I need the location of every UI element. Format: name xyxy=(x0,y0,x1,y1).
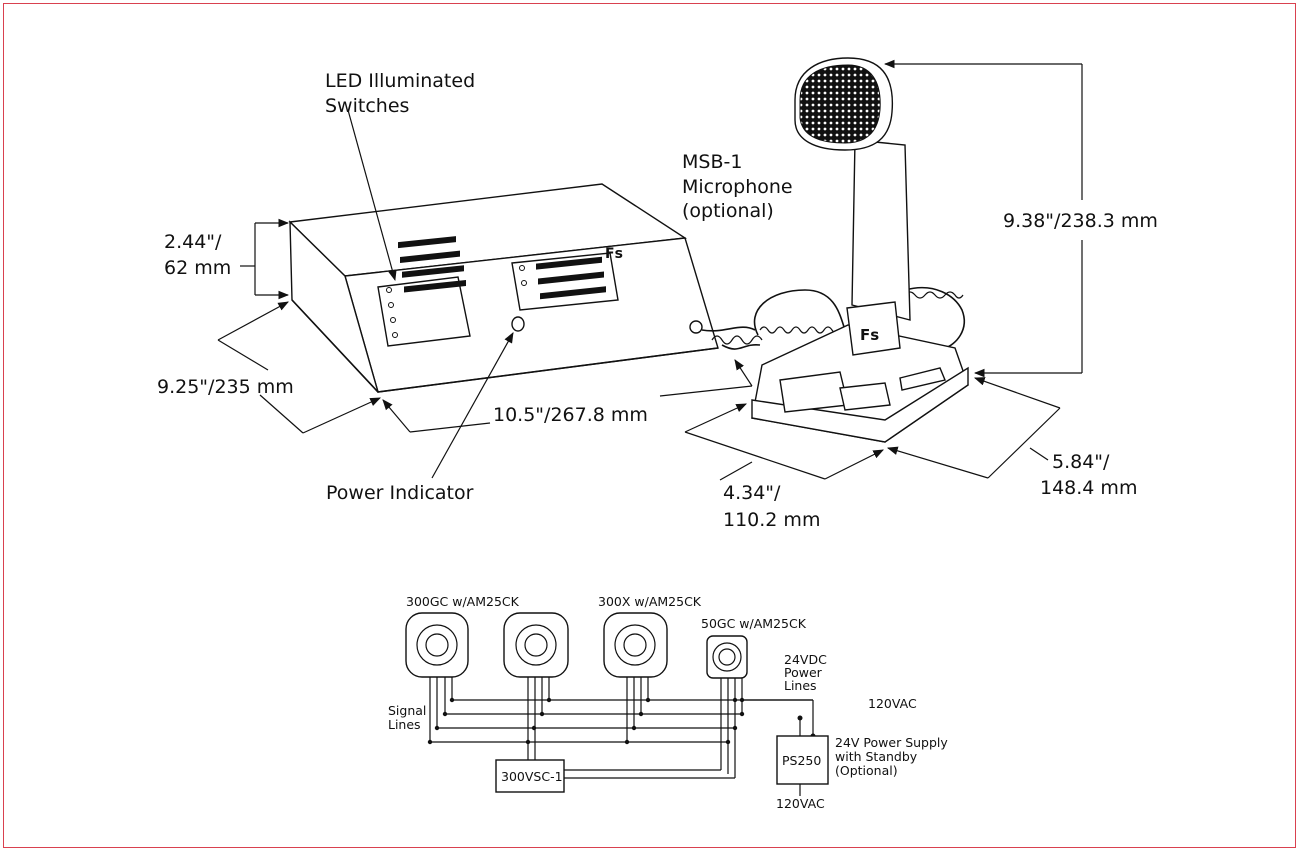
psu-desc-label-1: 24V Power Supply xyxy=(835,735,948,750)
mic-jack xyxy=(689,320,703,334)
height-label-2: 62 mm xyxy=(164,257,231,279)
speaker-50gc xyxy=(706,635,748,679)
console-unit: Fs xyxy=(288,183,763,393)
mic-logo: Fs xyxy=(860,326,879,344)
mic-base-width-label-1: 5.84"/ xyxy=(1052,451,1110,473)
width-label: 10.5"/267.8 mm xyxy=(493,404,648,426)
vac-top-label: 120VAC xyxy=(868,696,917,711)
vac-bottom-label: 120VAC xyxy=(776,796,825,811)
speaker-300gc-label: 300GC w/AM25CK xyxy=(406,594,520,609)
power-lines-label-1: 24VDC xyxy=(784,652,827,667)
power-indicator-label: Power Indicator xyxy=(326,482,474,504)
power-indicator-led xyxy=(511,316,525,332)
led-switch-bank-left xyxy=(377,236,471,347)
mic-label-1: MSB-1 xyxy=(682,151,742,173)
led-switches-label-1: LED Illuminated xyxy=(325,70,475,92)
led-switches-label-2: Switches xyxy=(325,95,409,117)
speaker-300x-label: 300X w/AM25CK xyxy=(598,594,702,609)
signal-lines-label-2: Lines xyxy=(388,717,421,732)
signal-lines-label-1: Signal xyxy=(388,703,426,718)
mic-label-3: (optional) xyxy=(682,200,774,222)
power-supply-label: PS250 xyxy=(782,753,821,768)
height-label-1: 2.44"/ xyxy=(164,231,222,253)
mic-height-label: 9.38"/238.3 mm xyxy=(1003,210,1158,232)
mic-base-depth-label-1: 4.34"/ xyxy=(723,482,781,504)
psu-desc-label-2: with Standby xyxy=(835,749,918,764)
speaker-300gc-2 xyxy=(503,612,569,678)
dimension-lines xyxy=(217,59,1083,481)
power-lines-label-3: Lines xyxy=(784,678,817,693)
mic-base-width-label-2: 148.4 mm xyxy=(1040,477,1137,499)
speaker-50gc-label: 50GC w/AM25CK xyxy=(701,616,807,631)
psu-desc-label-3: (Optional) xyxy=(835,763,898,778)
controller-box xyxy=(495,759,565,793)
mic-label-2: Microphone xyxy=(682,176,793,198)
console-logo: Fs xyxy=(605,246,623,262)
page-border xyxy=(3,3,1296,848)
mic-base-depth-label-2: 110.2 mm xyxy=(723,509,820,531)
power-supply-box xyxy=(776,735,829,785)
led-switch-bank-right xyxy=(511,252,619,311)
speaker-300x xyxy=(603,612,668,678)
wiring-diagram xyxy=(405,612,829,796)
power-lines-label-2: Power xyxy=(784,665,823,680)
microphone: Fs xyxy=(751,57,969,443)
controller-label: 300VSC-1 xyxy=(501,769,563,784)
speaker-300gc-1 xyxy=(405,612,469,678)
depth-label: 9.25"/235 mm xyxy=(157,376,294,398)
